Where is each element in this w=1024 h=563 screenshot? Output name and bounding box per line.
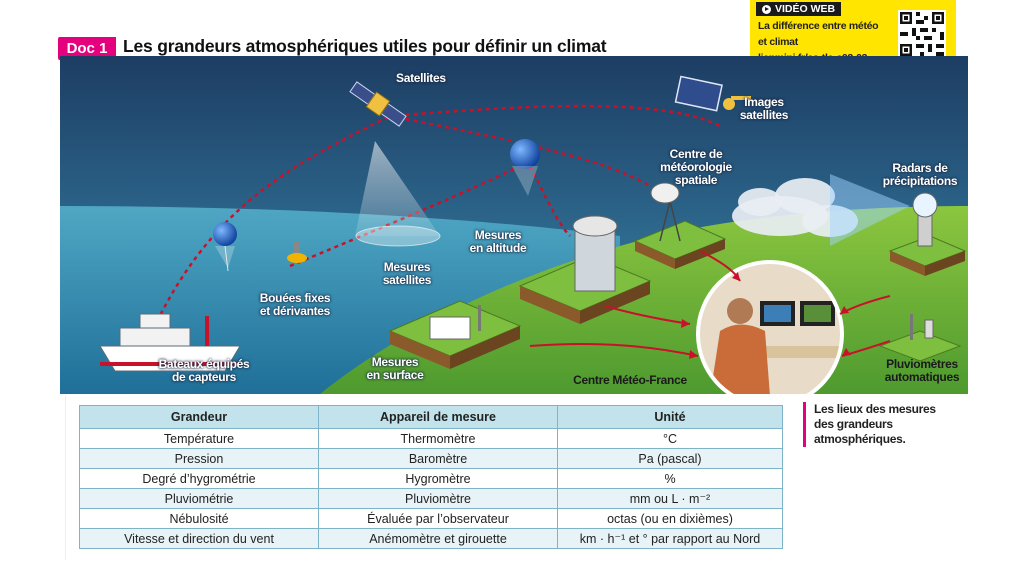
table-row: Température Thermomètre °C <box>79 428 783 449</box>
cell-grandeur: Nébulosité <box>79 508 319 529</box>
label-bouees-line1: Bouées fixes <box>259 291 331 305</box>
label-radars-line2: précipitations <box>882 174 958 188</box>
label-mes-sat-line2: satellites <box>382 273 432 287</box>
cell-appareil: Pluviomètre <box>318 488 558 509</box>
label-mes-sat-line1: Mesures <box>383 260 431 274</box>
video-web-line1: La différence entre météo <box>758 20 879 32</box>
label-centre-meteorologie: Centre de météorologie spatiale <box>656 148 736 187</box>
play-icon <box>762 4 771 14</box>
cell-appareil: Hygromètre <box>318 468 558 489</box>
label-centre-line2: météorologie <box>660 160 732 174</box>
label-mesures-surface: Mesures en surface <box>360 356 430 382</box>
cell-unite: % <box>557 468 783 489</box>
illustration-drawing <box>60 56 968 394</box>
doc-badge: Doc 1 <box>58 37 116 60</box>
header-grandeur: Grandeur <box>79 405 319 429</box>
cell-appareil: Évaluée par l’observateur <box>318 508 558 529</box>
cell-appareil: Thermomètre <box>318 428 558 449</box>
table-row: Vitesse et direction du vent Anémomètre … <box>79 528 783 549</box>
table-row: Nébulosité Évaluée par l’observateur oct… <box>79 508 783 529</box>
weather-measurement-illustration: Satellites Images satellites Centre de m… <box>60 56 968 394</box>
label-mesures-satellites: Mesures satellites <box>372 261 442 287</box>
table-header-row: Grandeur Appareil de mesure Unité <box>79 405 783 429</box>
qr-code-icon[interactable] <box>898 10 946 58</box>
label-bateaux: Bateaux équipés de capteurs <box>154 358 254 384</box>
label-altitude-line2: en altitude <box>469 241 527 255</box>
label-pluvio-line1: Pluviomètres <box>886 357 958 371</box>
label-images-line2: satellites <box>739 108 789 122</box>
label-centre-line3: spatiale <box>674 173 718 187</box>
caption-line2: des grandeurs <box>814 417 893 431</box>
table-row: Degré d’hygrométrie Hygromètre % <box>79 468 783 489</box>
cell-unite: °C <box>557 428 783 449</box>
label-pluviometres: Pluviomètres automatiques <box>876 358 968 384</box>
video-web-tag: VIDÉO WEB <box>756 2 842 16</box>
label-bateaux-line1: Bateaux équipés <box>158 357 250 371</box>
caption-line3: atmosphériques. <box>814 432 906 446</box>
cell-unite: mm ou L · m⁻² <box>557 488 783 509</box>
header-appareil: Appareil de mesure <box>318 405 558 429</box>
label-surface-line1: Mesures <box>371 355 419 369</box>
label-radars-line1: Radars de <box>892 161 948 175</box>
label-altitude-line1: Mesures <box>474 228 522 242</box>
label-radars: Radars de précipitations <box>874 162 966 188</box>
header-unite: Unité <box>557 405 783 429</box>
video-web-tag-label: VIDÉO WEB <box>775 3 836 15</box>
label-surface-line2: en surface <box>366 368 424 382</box>
cell-grandeur: Pluviométrie <box>79 488 319 509</box>
cell-grandeur: Pression <box>79 448 319 469</box>
cell-grandeur: Température <box>79 428 319 449</box>
label-bouees: Bouées fixes et dérivantes <box>250 292 340 318</box>
page-title: Les grandeurs atmosphériques utiles pour… <box>123 36 607 56</box>
cell-grandeur: Degré d’hygrométrie <box>79 468 319 489</box>
label-images-line1: Images <box>744 95 784 109</box>
label-pluvio-line2: automatiques <box>884 370 960 384</box>
caption-line1: Les lieux des mesures <box>814 402 936 416</box>
cell-unite: km · h⁻¹ et ° par rapport au Nord <box>557 528 783 549</box>
cell-unite: Pa (pascal) <box>557 448 783 469</box>
label-centre-line1: Centre de <box>669 147 723 161</box>
cell-grandeur: Vitesse et direction du vent <box>79 528 319 549</box>
label-bouees-line2: et dérivantes <box>259 304 331 318</box>
figure-caption: Les lieux des mesures des grandeurs atmo… <box>803 402 964 447</box>
video-web-line2: et climat <box>758 36 798 48</box>
table-row: Pluviométrie Pluviomètre mm ou L · m⁻² <box>79 488 783 509</box>
label-images-satellites: Images satellites <box>736 96 792 122</box>
label-satellites: Satellites <box>396 71 446 85</box>
label-bateaux-line2: de capteurs <box>171 370 237 384</box>
cell-unite: octas (ou en dixièmes) <box>557 508 783 529</box>
label-mesures-altitude: Mesures en altitude <box>460 229 536 255</box>
label-centre-meteo-france: Centre Météo-France <box>573 373 687 387</box>
cell-appareil: Anémomètre et girouette <box>318 528 558 549</box>
cell-appareil: Baromètre <box>318 448 558 469</box>
measurement-table: Grandeur Appareil de mesure Unité Tempér… <box>79 405 783 549</box>
table-row: Pression Baromètre Pa (pascal) <box>79 448 783 469</box>
